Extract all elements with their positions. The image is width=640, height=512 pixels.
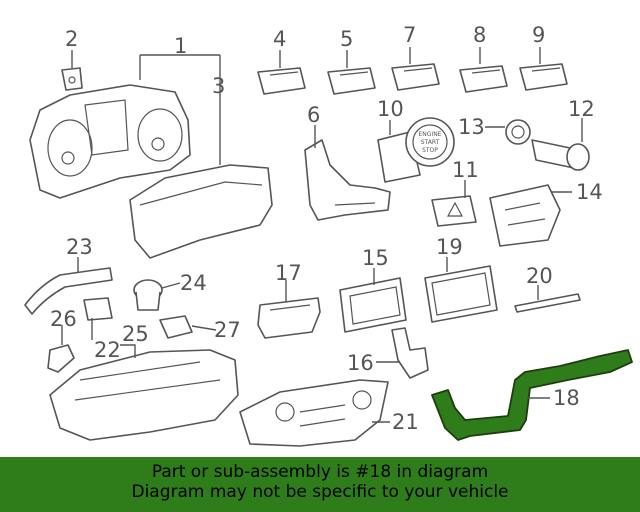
callout-16: 16 [347, 351, 374, 375]
notice-line-disclaimer: Diagram may not be specific to your vehi… [131, 482, 509, 502]
notice-line-part-number: Part or sub-assembly is #18 in diagram [151, 462, 489, 482]
callout-27: 27 [214, 318, 241, 342]
callout-5: 5 [340, 27, 353, 51]
callout-13: 13 [458, 115, 485, 139]
part-21-climate-panel[interactable] [239, 379, 389, 447]
callout-14: 14 [576, 180, 603, 204]
callout-7: 7 [403, 23, 416, 47]
highlight-notice-banner: Part or sub-assembly is #18 in diagram D… [0, 457, 640, 512]
start-button-label-stop: STOP [422, 147, 438, 154]
part-8-switch[interactable] [459, 65, 508, 93]
part-13-ring[interactable] [505, 119, 531, 145]
leader-lines [61, 47, 583, 423]
part-18-dash-bezel-highlighted[interactable] [431, 349, 633, 441]
part-4-switch[interactable] [257, 67, 306, 95]
callout-6: 6 [307, 103, 320, 127]
callout-15: 15 [362, 246, 389, 270]
callout-24: 24 [180, 271, 207, 295]
part-27-connector[interactable] [159, 315, 193, 339]
part-14-switch-panel[interactable] [489, 184, 561, 247]
part-26-bracket[interactable] [47, 344, 75, 373]
callout-22: 22 [94, 338, 121, 362]
callout-26: 26 [50, 307, 77, 331]
callout-9: 9 [532, 23, 545, 47]
callout-19: 19 [436, 235, 463, 259]
part-15-display-unit[interactable] [339, 277, 407, 333]
part-19-display-screen[interactable] [424, 265, 498, 323]
callout-12: 12 [568, 97, 595, 121]
callout-numbers: 1 2 3 4 5 6 7 8 9 10 11 12 13 14 15 16 1… [50, 23, 603, 434]
part-3-cluster-lens[interactable] [129, 164, 273, 259]
part-17-bracket[interactable] [257, 297, 321, 339]
start-button-label-start: START [421, 139, 440, 146]
part-12-socket[interactable] [531, 139, 590, 171]
part-7-switch[interactable] [391, 63, 440, 91]
callout-25: 25 [122, 322, 149, 346]
callout-20: 20 [526, 264, 553, 288]
part-9-switch[interactable] [519, 63, 568, 91]
callout-21: 21 [392, 410, 419, 434]
callout-4: 4 [273, 27, 286, 51]
callout-17: 17 [275, 261, 302, 285]
part-10-start-button[interactable]: ENGINE START STOP [377, 117, 455, 183]
part-20-trim-strip[interactable] [514, 293, 581, 313]
callout-3: 3 [212, 74, 225, 98]
callout-18: 18 [553, 386, 580, 410]
callout-1: 1 [174, 34, 187, 58]
part-25-lower-housing[interactable] [49, 349, 239, 441]
part-24-knob[interactable] [133, 279, 163, 311]
callout-11: 11 [452, 158, 479, 182]
callout-10: 10 [377, 97, 404, 121]
parts-diagram: ENGINE START STOP [24, 23, 633, 447]
part-22-switch[interactable] [83, 297, 113, 321]
part-16-bracket[interactable] [391, 327, 429, 379]
part-23-cable[interactable] [24, 267, 113, 315]
part-5-switch[interactable] [327, 67, 376, 95]
part-11-hazard-switch[interactable] [431, 195, 477, 227]
start-button-label-engine: ENGINE [419, 131, 442, 138]
callout-8: 8 [473, 23, 486, 47]
callout-23: 23 [66, 235, 93, 259]
part-2-bracket[interactable] [61, 67, 83, 91]
part-6-trim-panel[interactable] [304, 139, 391, 221]
part-1-instrument-cluster[interactable] [29, 84, 191, 199]
callout-2: 2 [65, 27, 78, 51]
